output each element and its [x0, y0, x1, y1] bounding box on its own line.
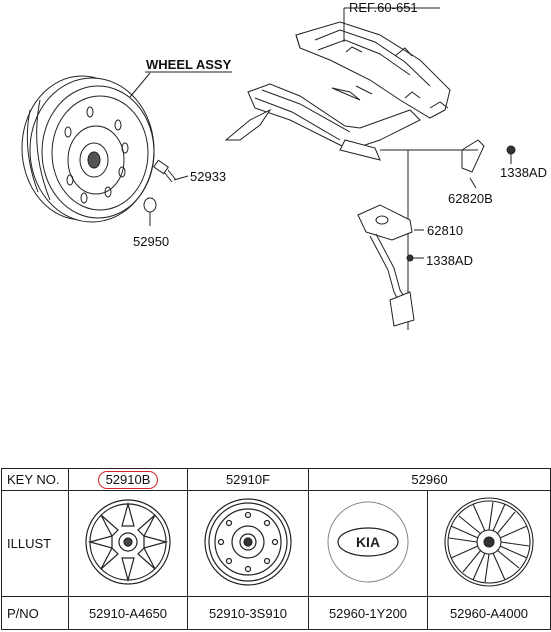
- exploded-parts-diagram: [21, 7, 516, 330]
- ref-label: REF.60-651: [349, 0, 418, 15]
- frame-drawing: [224, 7, 451, 161]
- bolt-52933-drawing: [153, 159, 189, 183]
- parts-table: KEY NO. 52910B 52910F 52960 ILLUST: [1, 468, 551, 630]
- pno-cell: 52960-1Y200: [308, 596, 428, 630]
- bolt-1338ad-top-drawing: [506, 145, 516, 164]
- steel-wheel-icon: [204, 498, 292, 586]
- illust-cell-cover: [427, 490, 551, 597]
- callout-1338ad-mid: 1338AD: [426, 253, 473, 268]
- key-cell-52910f: 52910F: [187, 468, 309, 491]
- highlighted-key: 52910B: [97, 470, 159, 489]
- illust-cell-alloy: [68, 490, 188, 597]
- illust-cell-emblem: KIA: [308, 490, 428, 597]
- illust-row-header: ILLUST: [1, 490, 69, 597]
- wheel-cover-icon: [444, 497, 534, 587]
- pno-cell: 52960-A4000: [427, 596, 551, 630]
- nut-52950-drawing: [143, 197, 157, 226]
- spare-wheel-drawing: [21, 75, 155, 223]
- alloy-wheel-icon: [85, 499, 171, 585]
- callout-62810: 62810: [427, 223, 464, 238]
- bracket-62820b-drawing: [380, 139, 485, 189]
- pno-cell: 52910-A4650: [68, 596, 188, 630]
- carrier-62810-drawing: [357, 150, 424, 330]
- key-row: KEY NO. 52910B 52910F 52960: [1, 468, 551, 491]
- key-cell-52960: 52960: [308, 468, 551, 491]
- pno-row-header: P/NO: [1, 596, 69, 630]
- bolt-1338ad-mid-drawing: [406, 254, 424, 262]
- kia-emblem-icon: KIA: [327, 501, 409, 583]
- pno-cell: 52910-3S910: [187, 596, 309, 630]
- key-row-header: KEY NO.: [1, 468, 69, 491]
- illust-row: ILLUST: [1, 490, 551, 597]
- wheel-assy-label: WHEEL ASSY: [146, 57, 232, 72]
- kia-logo-text: KIA: [356, 534, 380, 550]
- callout-62820b: 62820B: [448, 191, 493, 206]
- callout-52933: 52933: [190, 169, 227, 184]
- callout-1338ad-top: 1338AD: [500, 165, 547, 180]
- callout-52950: 52950: [133, 234, 170, 249]
- pno-row: P/NO 52910-A4650 52910-3S910 52960-1Y200…: [1, 596, 551, 630]
- illust-cell-steel: [187, 490, 309, 597]
- key-cell-52910b: 52910B: [68, 468, 188, 491]
